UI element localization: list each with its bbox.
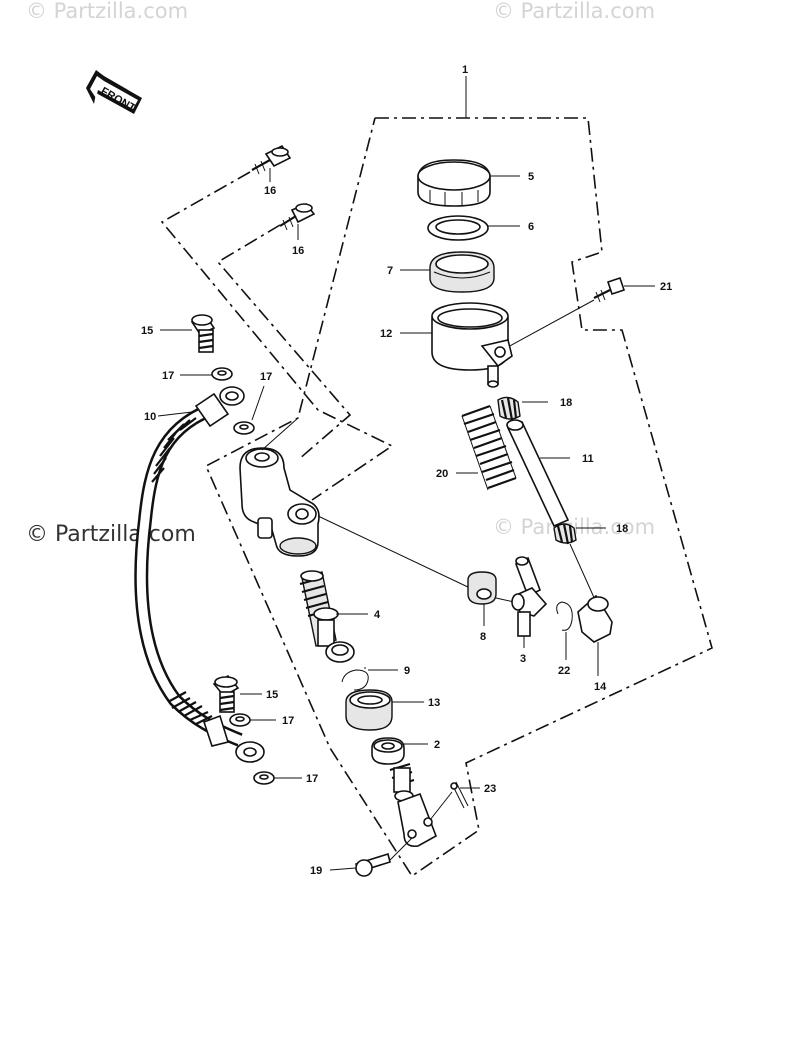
watermark-top-right: © Partzilla.com — [493, 0, 655, 23]
reservoir-hose-11 — [506, 419, 570, 528]
leader-hose-14 — [569, 543, 597, 603]
callout-15-upper: 15 — [141, 325, 153, 337]
leader-body-top — [261, 417, 299, 451]
grommet-8 — [467, 571, 497, 605]
diaphragm-plate — [427, 215, 489, 241]
callout-16-lower: 16 — [292, 245, 304, 257]
callout-12: 12 — [380, 328, 392, 340]
washer-17-d — [253, 771, 275, 785]
leader-21-line — [505, 299, 595, 349]
callout-17-c: 17 — [282, 715, 294, 727]
callout-4: 4 — [374, 609, 381, 621]
callout-23: 23 — [484, 783, 496, 795]
callout-7: 7 — [387, 265, 393, 277]
leader-body-8 — [317, 515, 471, 589]
circlip-22 — [556, 601, 573, 631]
brake-hose — [134, 386, 265, 763]
callout-2: 2 — [434, 739, 440, 751]
callout-17-b: 17 — [260, 371, 272, 383]
callout-13: 13 — [428, 697, 440, 709]
hose-clamp-18-upper — [497, 396, 521, 421]
callout-16-upper: 16 — [264, 185, 276, 197]
callout-15-lower: 15 — [266, 689, 278, 701]
bolt-group-boundary — [160, 171, 394, 501]
reservoir — [431, 302, 513, 388]
leader-23-b — [429, 791, 453, 821]
elbow-fitting-14 — [577, 594, 613, 643]
callout-18-lower: 18 — [616, 523, 628, 535]
diaphragm — [429, 251, 495, 293]
washer-17-c — [229, 713, 251, 727]
reservoir-cap — [417, 159, 491, 207]
callout-17-a: 17 — [162, 370, 174, 382]
callout-1: 1 — [462, 64, 468, 76]
dust-boot-13 — [345, 689, 393, 731]
clevis-pin-19 — [355, 852, 391, 877]
callout-10: 10 — [144, 411, 156, 423]
hose-clamp-18-lower — [553, 523, 577, 545]
callout-5: 5 — [528, 171, 534, 183]
callout-20: 20 — [436, 468, 448, 480]
bolt-group-boundary-inner — [216, 224, 352, 461]
callout-19: 19 — [310, 865, 322, 877]
callout-22: 22 — [558, 665, 570, 677]
circlip-9 — [341, 669, 369, 691]
washer-17-b — [233, 421, 255, 435]
leader-8-b — [495, 597, 515, 603]
banjo-bolt-15-upper — [190, 314, 216, 353]
banjo-bolt-15-lower — [212, 674, 240, 713]
watermark-middle-left: © Partzilla.com — [26, 522, 196, 547]
nut-2 — [371, 737, 405, 765]
front-arrow-icon: FRONT — [86, 70, 142, 115]
push-rod-clevis — [389, 762, 437, 848]
piston-assembly-4 — [299, 570, 355, 663]
bolt-16-upper — [251, 144, 292, 175]
leader-19-b — [389, 837, 413, 861]
callout-21: 21 — [660, 281, 672, 293]
screw-21 — [593, 276, 626, 303]
assembly-boundary — [204, 117, 713, 878]
bolt-16-lower — [279, 203, 316, 231]
callout-6: 6 — [528, 221, 534, 233]
callout-11: 11 — [582, 453, 594, 465]
leader-10 — [157, 411, 193, 417]
callout-3: 3 — [520, 653, 526, 665]
callout-17-d: 17 — [306, 773, 318, 785]
callout-14: 14 — [594, 681, 607, 693]
leader-19 — [329, 867, 357, 871]
callout-9: 9 — [404, 665, 410, 677]
cotter-pin-23 — [450, 781, 469, 809]
hose-fitting-3 — [511, 556, 548, 637]
spring-20 — [461, 404, 517, 491]
callout-8: 8 — [480, 631, 486, 643]
watermark-top-left: © Partzilla.com — [26, 0, 188, 23]
leader-17-b — [251, 385, 265, 421]
master-cylinder-body — [239, 447, 320, 557]
callout-18-upper: 18 — [560, 397, 572, 409]
washer-17-a — [211, 367, 233, 381]
